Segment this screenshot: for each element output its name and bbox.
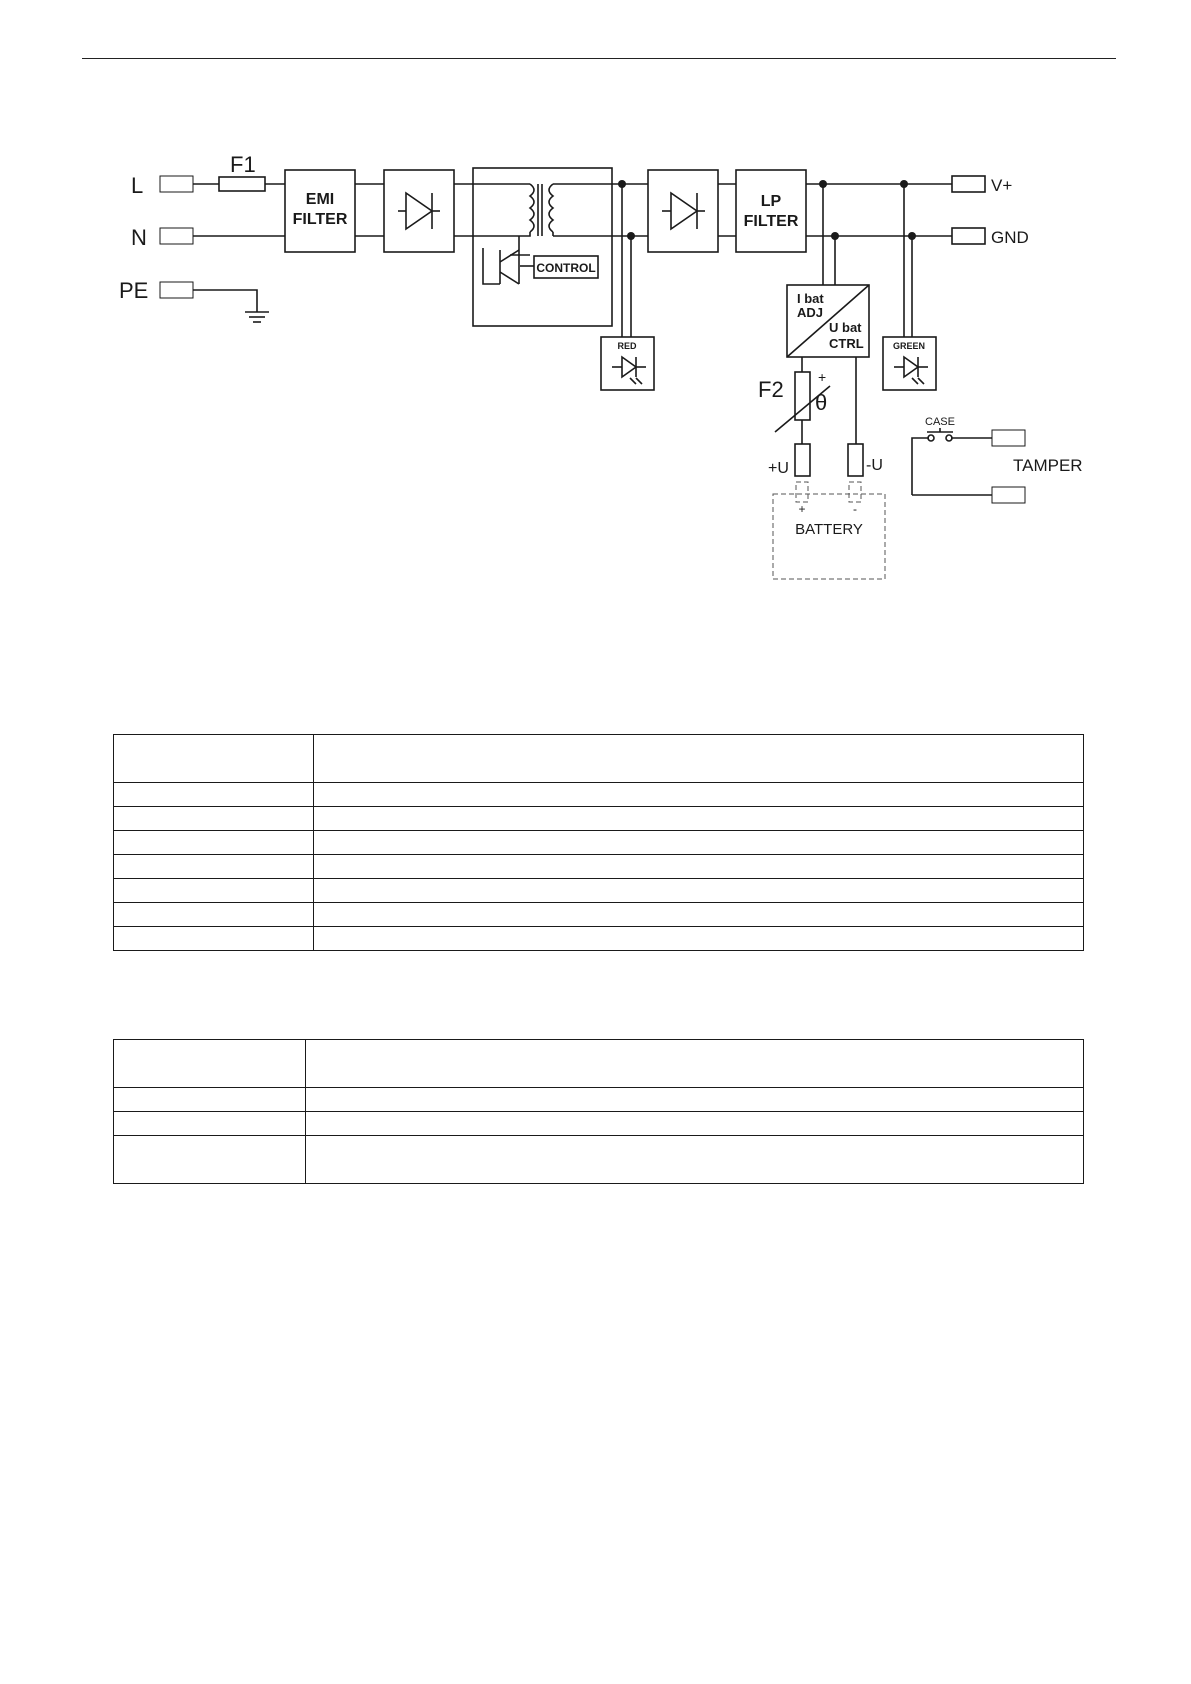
header-rule bbox=[82, 58, 1116, 59]
table-row bbox=[113, 1135, 1084, 1184]
charger-block bbox=[786, 284, 870, 358]
terminal-l bbox=[159, 175, 194, 193]
table-cell bbox=[113, 1111, 306, 1136]
label-plus-u: +U bbox=[768, 460, 789, 477]
label-pe: PE bbox=[119, 278, 148, 303]
table-row bbox=[113, 878, 1084, 903]
table-row bbox=[113, 830, 1084, 855]
label-l: L bbox=[131, 173, 143, 198]
table-cell bbox=[113, 926, 314, 951]
label-battery: BATTERY bbox=[795, 521, 863, 538]
table-cell bbox=[313, 878, 1084, 903]
table-cell bbox=[113, 902, 314, 927]
table-row bbox=[113, 1087, 1084, 1112]
table-row bbox=[113, 854, 1084, 879]
battery-block bbox=[772, 493, 886, 580]
table-cell bbox=[313, 830, 1084, 855]
emi-filter-block bbox=[284, 169, 356, 253]
rectifier-block-2 bbox=[647, 169, 719, 253]
table-cell bbox=[313, 806, 1084, 831]
control-block bbox=[533, 255, 599, 279]
table-row bbox=[113, 926, 1084, 951]
label-battery-plus: + bbox=[798, 502, 805, 516]
led-red-block bbox=[600, 336, 655, 391]
label-tamper: TAMPER bbox=[1013, 456, 1083, 475]
label-control: CONTROL bbox=[536, 261, 595, 275]
terminal-n bbox=[159, 227, 194, 245]
table-row bbox=[113, 806, 1084, 831]
table-row bbox=[113, 782, 1084, 807]
led-green-block bbox=[882, 336, 937, 391]
table-cell bbox=[313, 926, 1084, 951]
transformer-icon bbox=[528, 183, 535, 233]
table-row bbox=[113, 1039, 1084, 1088]
label-v-plus: V+ bbox=[991, 176, 1012, 195]
label-ubat: U bat bbox=[829, 320, 862, 335]
table-cell bbox=[113, 830, 314, 855]
table-cell bbox=[305, 1087, 1084, 1112]
converter-block bbox=[472, 167, 613, 327]
label-emi-2: FILTER bbox=[293, 211, 348, 228]
label-emi-1: EMI bbox=[306, 191, 334, 208]
label-minus-u: -U bbox=[866, 457, 883, 474]
terminal-v-plus bbox=[951, 175, 986, 193]
table-cell bbox=[305, 1135, 1084, 1184]
label-f2: F2 bbox=[758, 377, 784, 402]
table-cell bbox=[305, 1111, 1084, 1136]
fuse-f1 bbox=[218, 176, 266, 192]
table-1 bbox=[113, 734, 1084, 951]
table-cell bbox=[313, 902, 1084, 927]
label-adj: ADJ bbox=[797, 305, 823, 320]
table-cell bbox=[113, 1087, 306, 1112]
table-2 bbox=[113, 1039, 1084, 1184]
label-ibat: I bat bbox=[797, 291, 824, 306]
table-row bbox=[113, 902, 1084, 927]
table-cell bbox=[113, 1135, 306, 1184]
table-row bbox=[113, 734, 1084, 783]
table-cell bbox=[113, 1039, 306, 1088]
label-ctrl: CTRL bbox=[829, 336, 864, 351]
table-cell bbox=[313, 734, 1084, 783]
label-red: RED bbox=[617, 341, 637, 351]
table-cell bbox=[113, 806, 314, 831]
label-battery-minus: - bbox=[853, 502, 857, 516]
terminal-tamper-1 bbox=[991, 429, 1026, 447]
terminal-plus-u bbox=[794, 443, 811, 477]
table-cell bbox=[113, 782, 314, 807]
rectifier-block-1 bbox=[383, 169, 455, 253]
label-green: GREEN bbox=[893, 341, 925, 351]
label-n: N bbox=[131, 225, 147, 250]
lp-filter-block bbox=[735, 169, 807, 253]
label-gnd: GND bbox=[991, 228, 1029, 247]
table-cell bbox=[313, 782, 1084, 807]
terminal-minus-u bbox=[847, 443, 864, 477]
label-f2-plus: + bbox=[818, 369, 826, 385]
terminal-pe bbox=[159, 281, 194, 299]
block-diagram: L N PE F1 EMI FILTER CONTROL LP FILTER V… bbox=[119, 152, 1083, 580]
label-lp-2: FILTER bbox=[744, 213, 799, 230]
terminal-tamper-2 bbox=[991, 486, 1026, 504]
label-theta: θ bbox=[815, 390, 827, 415]
table-cell bbox=[313, 854, 1084, 879]
table-cell bbox=[305, 1039, 1084, 1088]
table-cell bbox=[113, 878, 314, 903]
label-case: CASE bbox=[925, 416, 955, 428]
table-cell bbox=[113, 734, 314, 783]
table-cell bbox=[113, 854, 314, 879]
terminal-gnd bbox=[951, 227, 986, 245]
label-f1: F1 bbox=[230, 152, 256, 177]
label-lp-1: LP bbox=[761, 193, 782, 210]
table-row bbox=[113, 1111, 1084, 1136]
